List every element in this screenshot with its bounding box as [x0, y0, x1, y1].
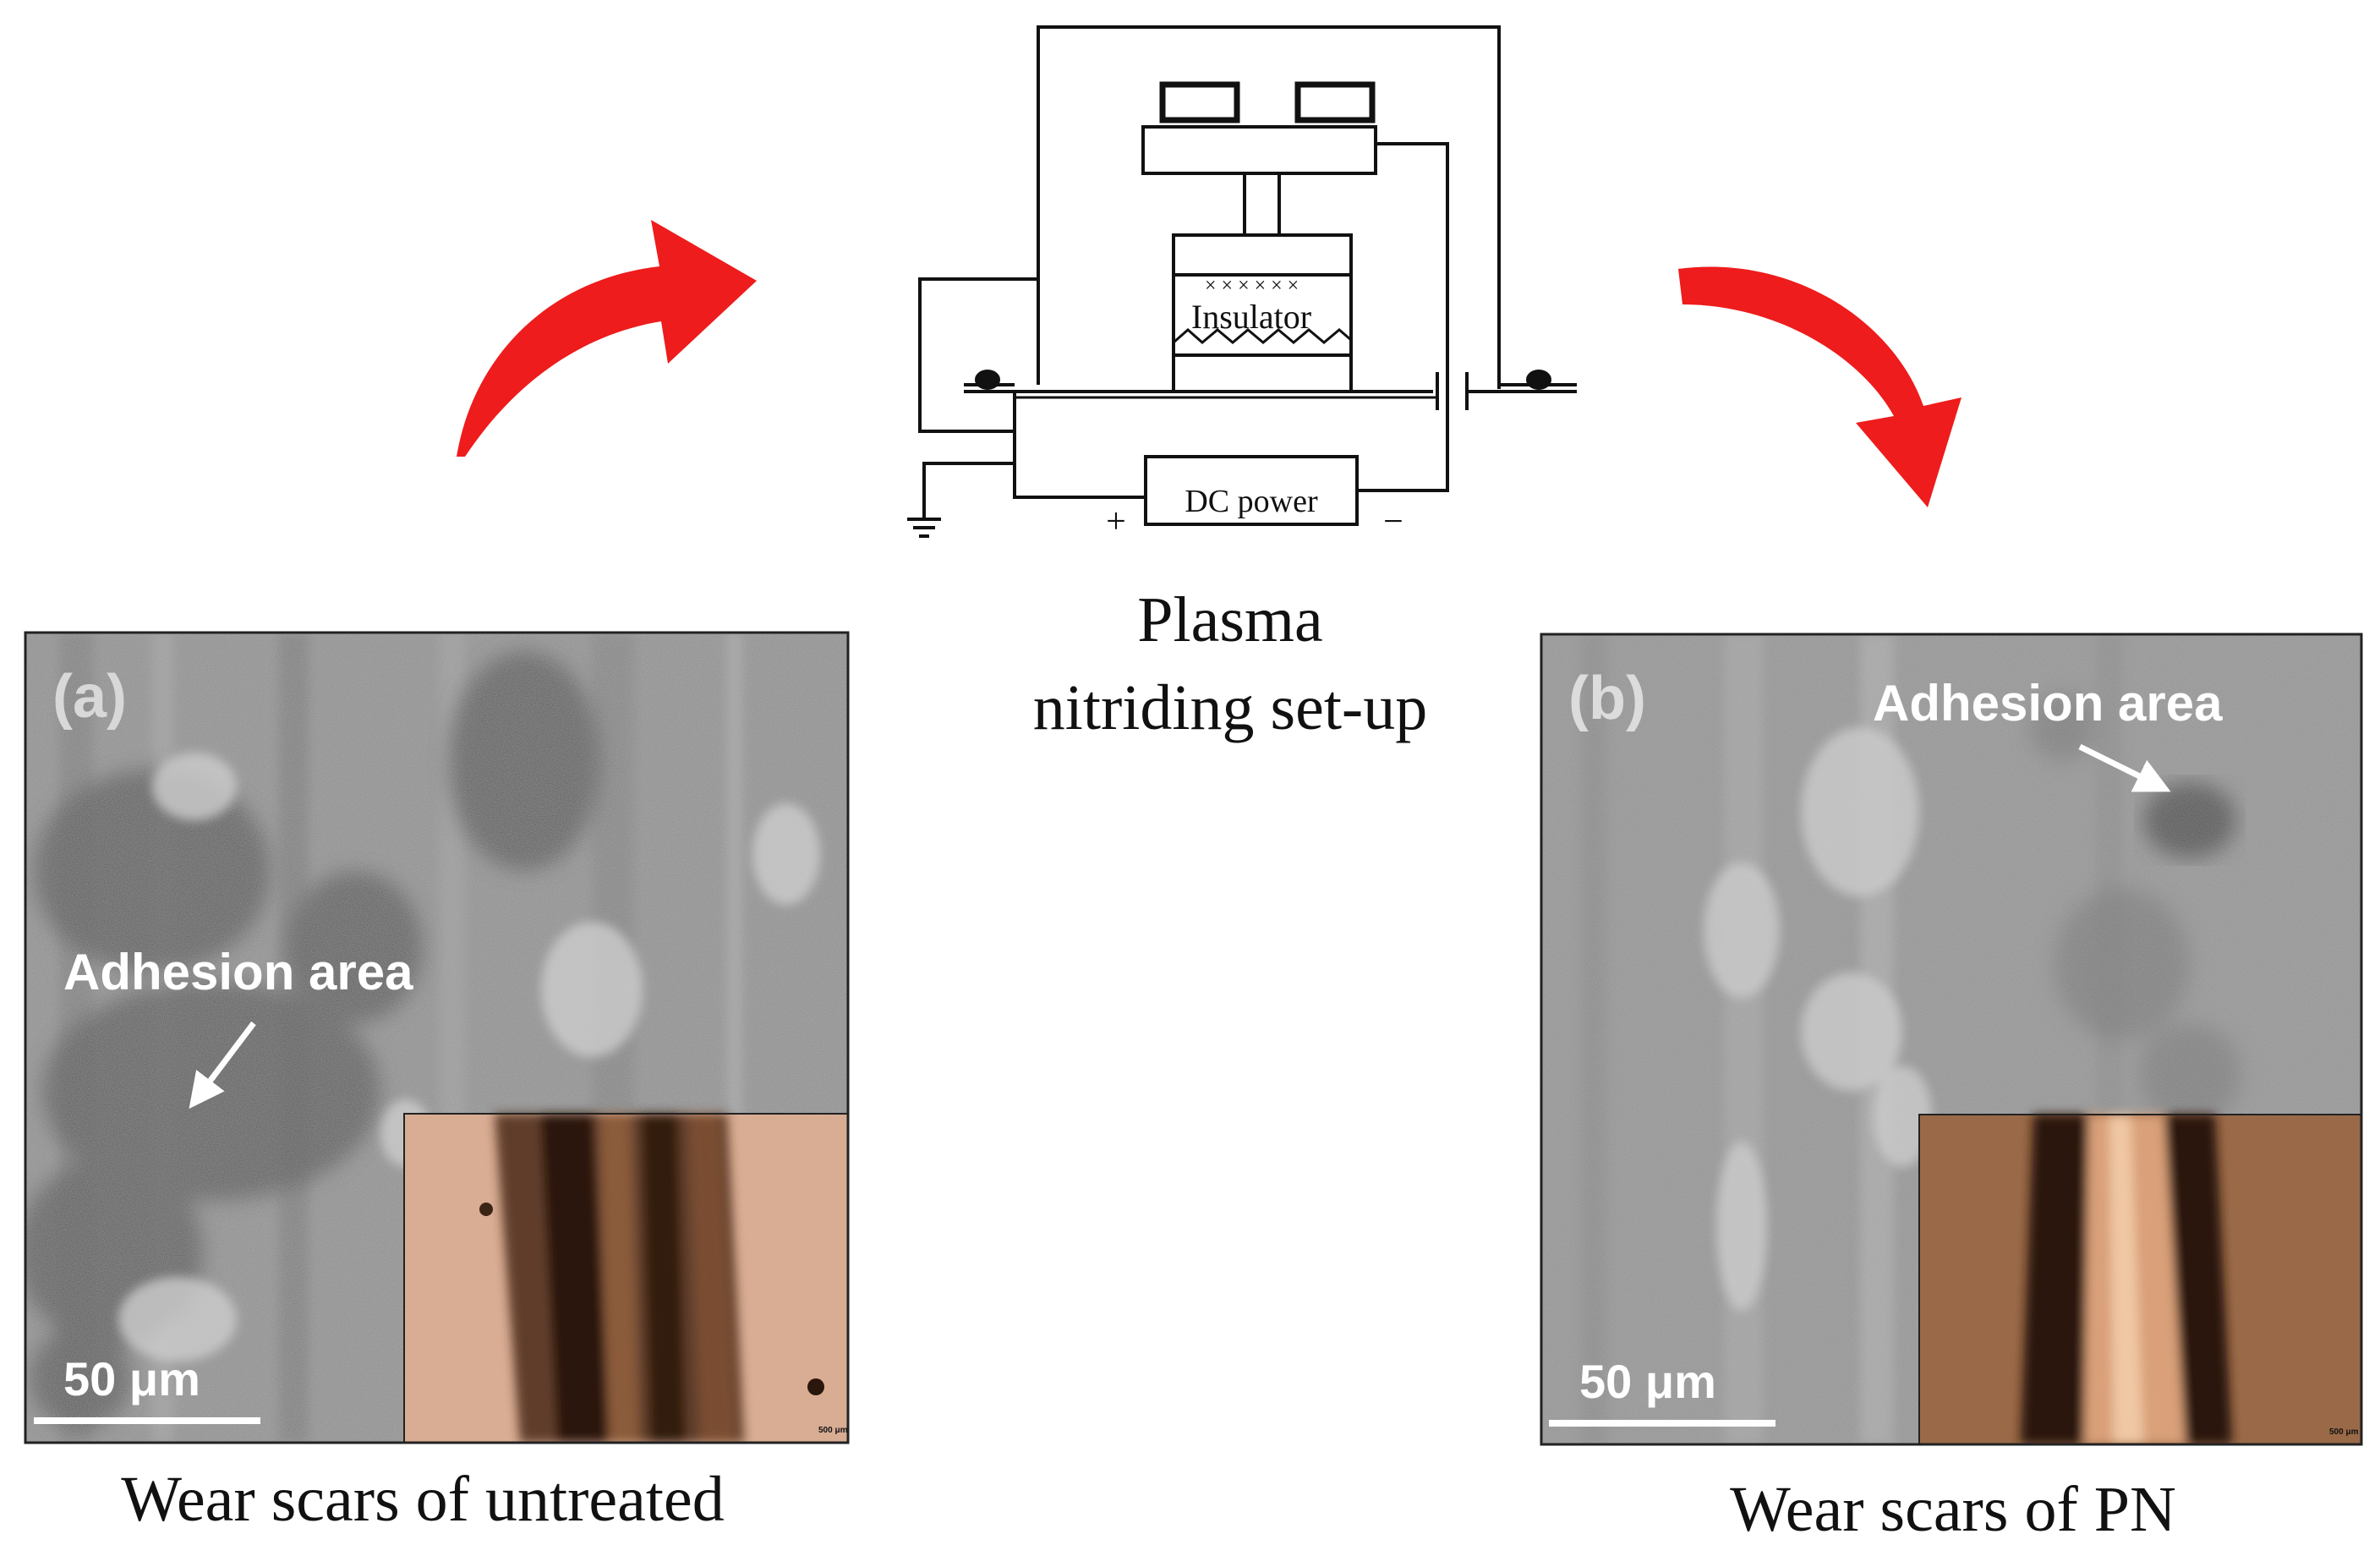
panel-b-inset: 500 μm	[1918, 1114, 2361, 1444]
panel-a-tag: (a)	[52, 663, 127, 731]
panel-a-caption: Wear scars of untreated	[121, 1464, 724, 1535]
panel-a-annotation-arrow	[189, 1021, 256, 1109]
panel-b: 500 μm (b) Adhesion area 50 μm	[1540, 633, 2363, 1446]
panel-a-scale-bar-label: 50 μm	[63, 1352, 200, 1405]
dc-power-label: DC power	[1185, 484, 1318, 519]
panel-a-scale-bar	[34, 1417, 260, 1424]
right-red-arrow-icon	[1678, 266, 1961, 507]
plus-sign: +	[1106, 502, 1126, 541]
insulator-label: Insulator	[1191, 298, 1311, 336]
setup-caption-line2: nitriding set-up	[1033, 672, 1428, 743]
plasma-nitriding-schematic: × × × × × ×	[907, 25, 1577, 538]
panel-b-annotation-arrow	[2078, 743, 2171, 792]
panel-b-inset-scale: 500 μm	[2329, 1427, 2359, 1437]
panel-b-annotation: Adhesion area	[1873, 675, 2223, 731]
panel-a-annotation: Adhesion area	[63, 944, 413, 1000]
panel-a: 500 μm (a) Adhesion area 50 μm	[24, 631, 850, 1444]
panel-a-inset: 500 μm	[403, 1113, 848, 1443]
setup-caption-line1: Plasma	[1137, 584, 1323, 655]
left-red-arrow-icon	[457, 220, 757, 457]
svg-text:× × × × × ×: × × × × × ×	[1205, 275, 1299, 297]
panel-b-scale-bar-label: 50 μm	[1579, 1355, 1716, 1408]
panel-b-caption: Wear scars of PN	[1730, 1474, 2176, 1545]
panel-b-scale-bar	[1549, 1420, 1775, 1427]
panel-b-tag: (b)	[1568, 665, 1646, 732]
panel-a-inset-scale: 500 μm	[818, 1426, 848, 1435]
minus-sign: −	[1383, 502, 1403, 541]
